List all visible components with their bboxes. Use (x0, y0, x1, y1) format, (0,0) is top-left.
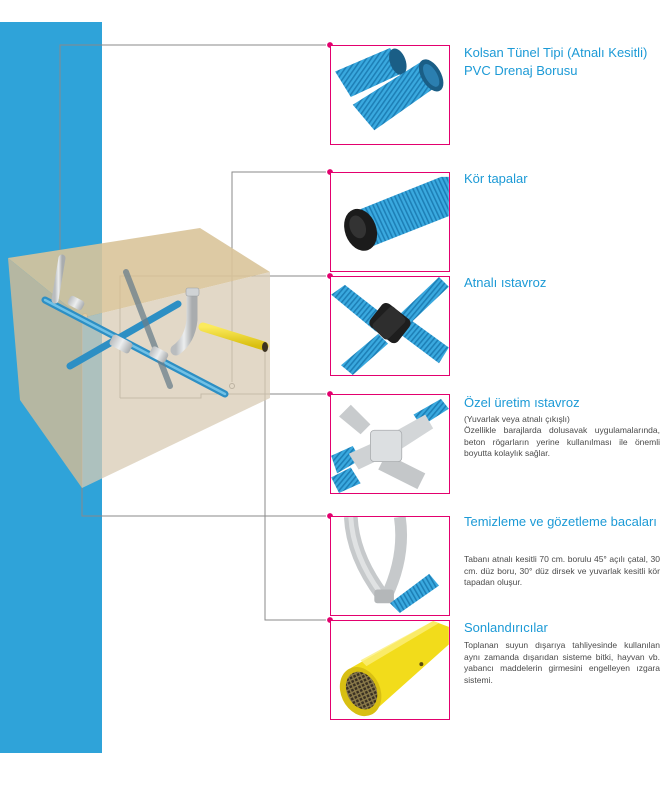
inspection-shaft-image (330, 516, 450, 616)
item-title-horseshoe-cross: Atnalı ıstavroz (464, 275, 547, 290)
item-title-blind-cap: Kör tapalar (464, 171, 528, 186)
tank-left-face (8, 258, 82, 488)
black-cross-fitting-icon (331, 277, 449, 375)
item-description-terminator: Toplanan suyun dışarıya tahliyesinde kul… (464, 640, 660, 685)
corrugated-blue-pipes-icon (335, 47, 444, 131)
item-title-tunnel-pipe: Kolsan Tünel Tipi (Atnalı Kesitli) PVC D… (464, 45, 648, 78)
tank-top-face (8, 228, 270, 318)
item-title-custom-cross: Özel üretim ıstavroz (464, 395, 580, 410)
item-description-inspection-shaft: Tabanı atnalı kesitli 70 cm. borulu 45° … (464, 554, 660, 587)
item-description-custom-cross: Özellikle barajlarda dolusavak uygulamal… (464, 425, 660, 458)
gray-cross-fitting-icon (331, 398, 449, 493)
blind-cap-image (330, 172, 450, 272)
tank-front-face (82, 272, 270, 488)
terminator-image (330, 620, 450, 720)
item-title-terminator: Sonlandırıcılar (464, 620, 548, 635)
item-subtitle-custom-cross: (Yuvarlak veya atnalı çıkışlı) (464, 414, 570, 424)
inspection-shaft-icon (343, 517, 439, 614)
horseshoe-cross-image (330, 276, 450, 376)
blind-cap-pipe-icon (344, 176, 449, 251)
tunnel-pipe-image (330, 45, 450, 145)
item-title-inspection-shaft: Temizleme ve gözetleme bacaları (464, 514, 657, 529)
custom-cross-image (330, 394, 450, 494)
yellow-terminator-grate-icon (339, 621, 449, 717)
